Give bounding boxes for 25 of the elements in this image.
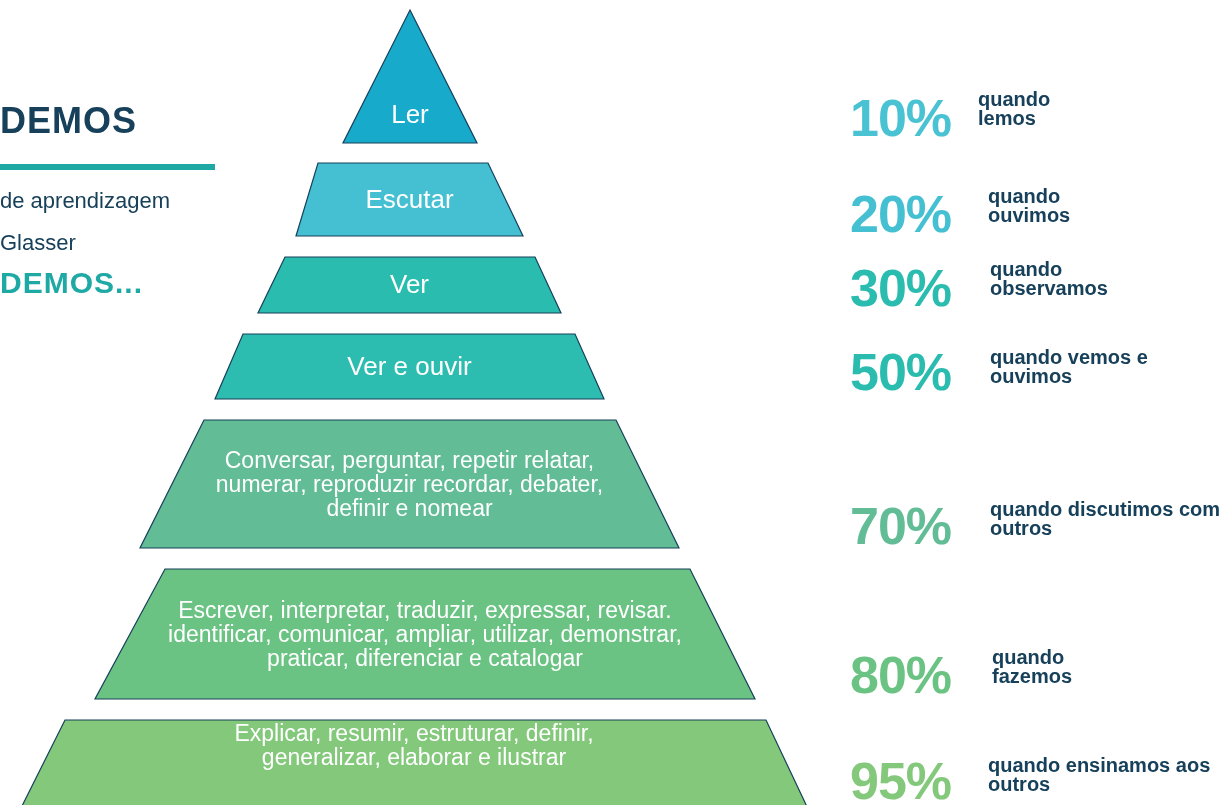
percentage-caption: quando vemos e ouvimos	[990, 348, 1149, 386]
percentage: 10%	[850, 92, 952, 144]
percentage: 30%	[850, 262, 952, 314]
percentage-caption: quando observamos	[990, 260, 1109, 298]
percentage-caption: quando ensinamos aos outros	[988, 756, 1212, 794]
percentage: 95%	[850, 755, 952, 805]
percentage-caption: quando ouvimos	[988, 187, 1072, 225]
subtitle: de aprendizagem	[0, 188, 170, 214]
heading: DEMOS	[0, 100, 137, 142]
level-label: Explicar, resumir, estruturar, definir, generalizar, elaborar e ilustrar	[233, 720, 595, 770]
level-label: Ler	[391, 100, 429, 129]
percentage: 80%	[850, 649, 952, 701]
percentage: 20%	[850, 188, 952, 240]
percentage-caption: quando lemos	[978, 90, 1052, 128]
subheading: DEMOS...	[0, 266, 143, 300]
level-label: Ver	[390, 271, 429, 299]
level-label: Ver e ouvir	[347, 352, 472, 381]
percentage-caption: quando discutimos com outros	[990, 500, 1222, 538]
subtitle: Glasser	[0, 230, 76, 256]
percentage: 50%	[850, 346, 952, 398]
level-label: Conversar, perguntar, repetir relatar, numerar, reproduzir recordar, debater, definir e nomear	[214, 447, 605, 521]
level-label: Escrever, interpretar, traduzir, expressar, revisar. identificar, comunicar, ampliar, utilizar, demonstrar, praticar, diferenciar e catalogar	[167, 597, 683, 671]
percentage: 70%	[850, 500, 952, 552]
percentage-caption: quando fazemos	[992, 648, 1074, 686]
level-label: Escutar	[365, 185, 454, 214]
